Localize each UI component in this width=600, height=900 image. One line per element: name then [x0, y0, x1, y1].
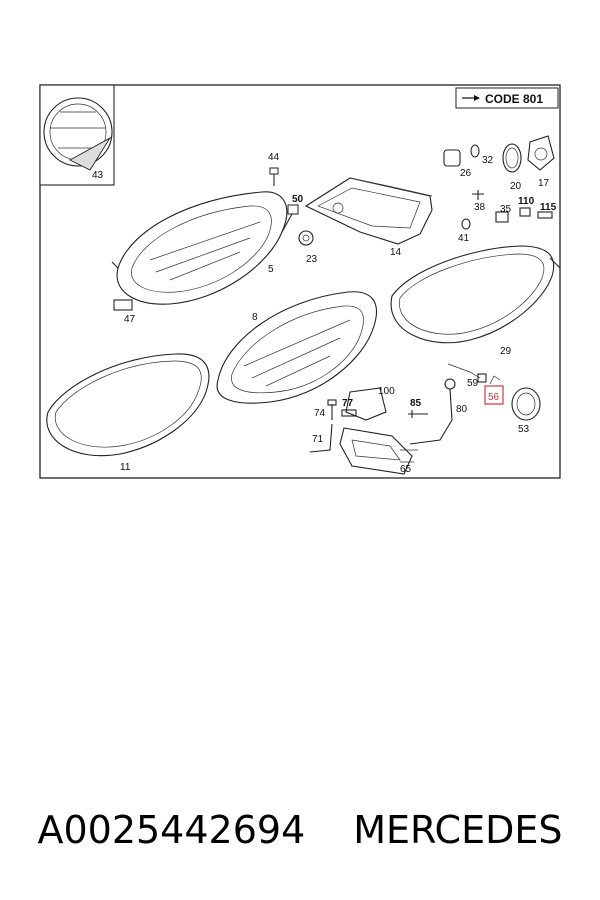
label-14: 14	[390, 247, 402, 258]
clip-110: 110	[518, 196, 535, 217]
label-32: 32	[482, 155, 494, 166]
label-115: 115	[540, 202, 557, 213]
fog-lamp-65: 65	[339, 427, 418, 475]
gasket-29: 29	[390, 245, 561, 357]
bulb-38: 38	[472, 190, 486, 213]
label-85: 85	[410, 398, 422, 409]
clip-115: 115	[537, 202, 557, 219]
headlight-housing-5: 5	[111, 191, 293, 305]
label-41: 41	[458, 233, 470, 244]
clip-47: 47	[113, 299, 136, 325]
diagram-frame	[39, 84, 561, 479]
screw-74: 74	[314, 399, 337, 420]
lamp-cover-53: 53	[511, 387, 541, 435]
label-44: 44	[268, 152, 280, 163]
label-47: 47	[124, 314, 136, 325]
label-8: 8	[252, 312, 258, 323]
label-50: 50	[292, 194, 304, 205]
label-80: 80	[456, 404, 468, 415]
label-71: 71	[312, 434, 324, 445]
adjuster-23: 23	[298, 230, 318, 265]
bracket-100: 100	[345, 386, 395, 421]
seal-ring-20: 20	[502, 143, 522, 192]
clip-50: 50	[287, 194, 304, 215]
inset-lens-detail: 43	[39, 84, 115, 186]
brand-name: MERCEDES	[353, 808, 563, 852]
label-38: 38	[474, 202, 486, 213]
reflector-14: 14	[304, 177, 433, 258]
label-77: 77	[342, 398, 354, 409]
bulb-26: 26	[443, 149, 472, 179]
bulb-41: 41	[458, 218, 471, 244]
bulb-85: 85	[408, 398, 428, 418]
screw-77: 77	[341, 398, 357, 417]
label-59: 59	[467, 378, 479, 389]
label-53: 53	[518, 424, 530, 435]
label-43: 43	[92, 170, 104, 181]
label-26: 26	[460, 168, 472, 179]
label-100: 100	[378, 386, 395, 397]
bulb-32: 32	[470, 144, 494, 166]
label-23: 23	[306, 254, 318, 265]
label-56: 56	[488, 392, 500, 403]
socket-59: 59	[447, 363, 487, 389]
label-110: 110	[518, 196, 535, 207]
label-20: 20	[510, 181, 522, 192]
code-label: CODE 801	[485, 92, 543, 106]
headlight-lens-8: 8	[216, 291, 378, 404]
label-11: 11	[120, 462, 131, 473]
label-65: 65	[400, 464, 412, 475]
gasket-11: 11	[46, 353, 210, 473]
strip-71: 71	[309, 423, 333, 453]
label-29: 29	[500, 346, 512, 357]
caption: A0025442694 MERCEDES	[0, 800, 600, 860]
label-5: 5	[268, 264, 274, 275]
label-35: 35	[500, 204, 512, 215]
part-number: A0025442694	[37, 808, 306, 852]
label-74: 74	[314, 408, 326, 419]
highlighted-part-56: 56	[484, 375, 504, 405]
wiring-80: 80	[409, 378, 468, 445]
cover-cap-17: 17	[527, 135, 555, 189]
screw-44: 44	[268, 152, 280, 186]
code-box: CODE 801	[455, 87, 559, 109]
socket-35: 35	[495, 204, 512, 223]
label-17: 17	[538, 178, 550, 189]
